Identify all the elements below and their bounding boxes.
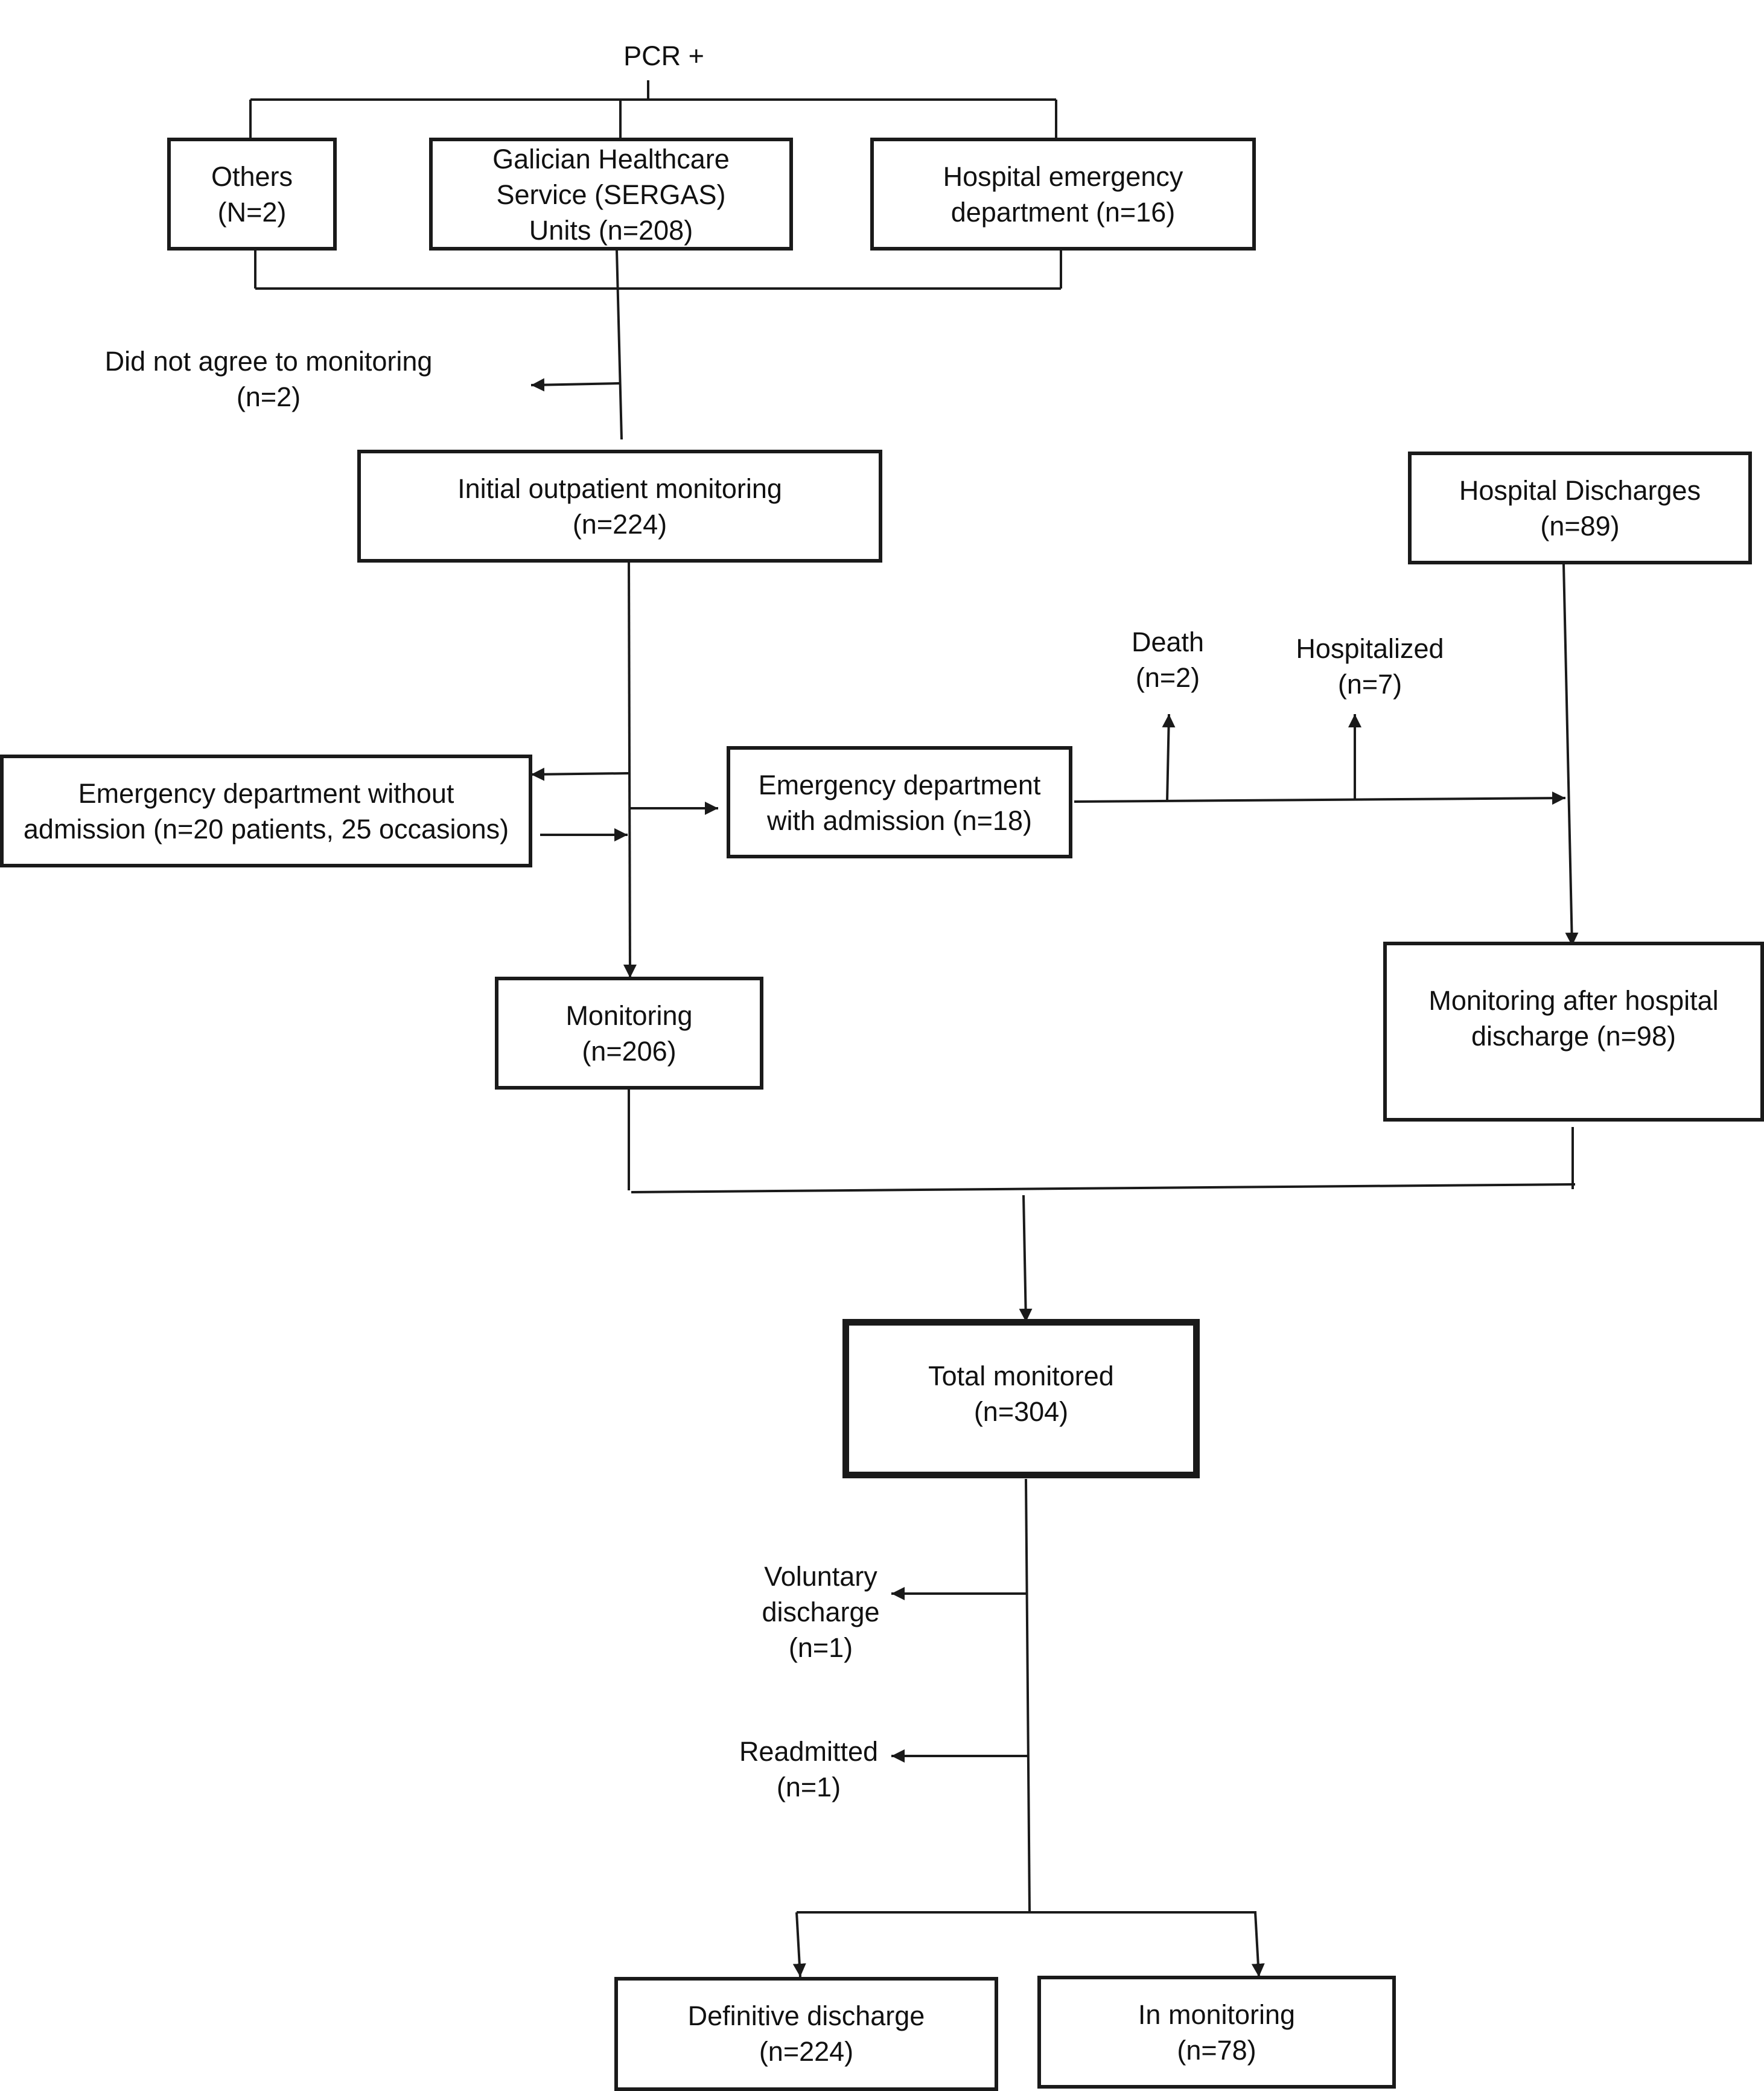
monitoring-label: Monitoring — [565, 1000, 693, 1031]
readmitted-note: Readmitted (n=1) — [739, 1736, 879, 1802]
ed-without-admission-box: Emergency department without admission (… — [0, 755, 532, 867]
total-monitored-count: (n=304) — [973, 1396, 1069, 1427]
initial-outpatient-monitoring-box: Initial outpatient monitoring (n=224) — [357, 450, 882, 563]
pcr-positive-label: PCR + — [623, 40, 704, 71]
hospital-discharges-count: (n=89) — [1540, 511, 1620, 541]
death-note: Death (n=2) — [1131, 627, 1205, 693]
hospital-emergency-count: department (n=16) — [950, 197, 1176, 228]
definitive-discharge-box: Definitive discharge (n=224) — [614, 1977, 998, 2091]
sergas-count: Units (n=208) — [529, 215, 693, 246]
ed-without-admission-label: Emergency department without — [78, 778, 454, 809]
ed-with-admission-count: with admission (n=18) — [767, 805, 1032, 836]
total-monitored-box: Total monitored (n=304) — [842, 1319, 1200, 1478]
monitoring-count: (n=206) — [582, 1036, 677, 1067]
monitoring-box: Monitoring (n=206) — [495, 977, 763, 1090]
sergas-units-box: Galician Healthcare Service (SERGAS) Uni… — [429, 138, 793, 251]
total-monitored-label: Total monitored — [928, 1361, 1114, 1391]
monitoring-after-discharge-count: discharge (n=98) — [1471, 1021, 1676, 1052]
ed-without-admission-count: admission (n=20 patients, 25 occasions) — [23, 814, 509, 844]
hospital-emergency-label: Hospital emergency — [943, 161, 1183, 192]
hospitalized-note: Hospitalized (n=7) — [1296, 633, 1444, 700]
hospital-discharges-label: Hospital Discharges — [1459, 475, 1701, 506]
initial-monitoring-label: Initial outpatient monitoring — [457, 473, 782, 504]
voluntary-discharge-note: Voluntary discharge (n=1) — [762, 1561, 880, 1663]
monitoring-after-discharge-label: Monitoring after hospital — [1428, 985, 1719, 1016]
others-count: (N=2) — [217, 197, 287, 228]
sergas-label-line1: Galician Healthcare — [492, 144, 730, 174]
ed-with-admission-box: Emergency department with admission (n=1… — [727, 746, 1072, 858]
definitive-discharge-label: Definitive discharge — [687, 2000, 925, 2031]
initial-monitoring-count: (n=224) — [572, 509, 667, 540]
definitive-discharge-count: (n=224) — [759, 2036, 854, 2067]
others-label: Others — [211, 161, 293, 192]
did-not-agree-note: Did not agree to monitoring (n=2) — [104, 346, 433, 412]
sergas-label-line2: Service (SERGAS) — [496, 179, 726, 210]
hospital-discharges-box: Hospital Discharges (n=89) — [1408, 452, 1752, 564]
monitoring-after-discharge-box: Monitoring after hospital discharge (n=9… — [1383, 942, 1764, 1122]
ed-with-admission-label: Emergency department — [758, 770, 1041, 800]
hospital-emergency-box: Hospital emergency department (n=16) — [870, 138, 1256, 251]
in-monitoring-count: (n=78) — [1177, 2035, 1256, 2066]
in-monitoring-box: In monitoring (n=78) — [1037, 1976, 1396, 2089]
in-monitoring-label: In monitoring — [1138, 1999, 1296, 2030]
others-box: Others (N=2) — [167, 138, 337, 251]
